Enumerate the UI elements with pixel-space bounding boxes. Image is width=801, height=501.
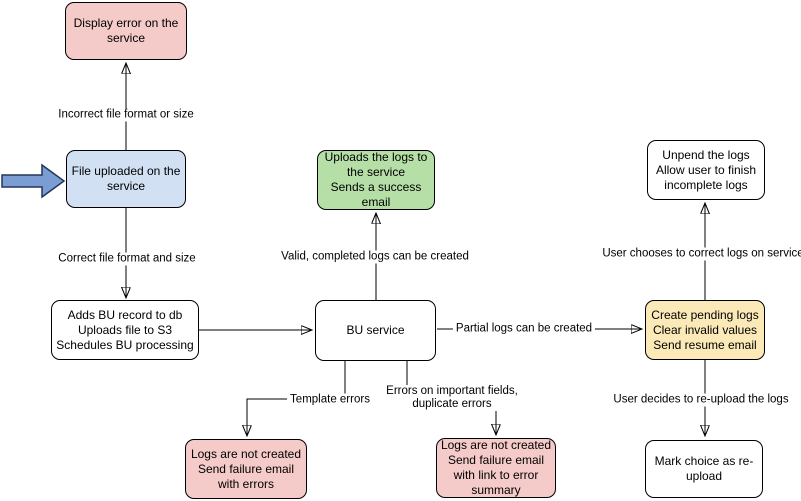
node-fail-field-errors: Logs are not created Send failure email … [436,438,556,498]
edge-label-field-errors: Errors on important fields, duplicate er… [383,385,521,411]
edge-label-decide-reupload: User decides to re-upload the logs [610,393,792,407]
node-create-pending-logs: Create pending logs Clear invalid values… [645,300,765,360]
node-file-uploaded: File uploaded on the service [66,150,186,208]
node-bu-service: BU service [315,300,436,361]
node-display-error: Display error on the service [65,2,187,60]
edge-label-correct-format: Correct file format and size [55,252,199,266]
node-success-upload: Uploads the logs to the service Sends a … [317,150,435,210]
node-adds-bu-record: Adds BU record to db Uploads file to S3 … [51,300,199,360]
node-unpend-logs: Unpend the logs Allow user to finish inc… [647,140,765,200]
entry-arrow-icon [1,163,66,199]
node-mark-reupload: Mark choice as re- upload [645,440,763,498]
edge-label-valid-logs: Valid, completed logs can be created [278,250,472,264]
edge-label-template-errors: Template errors [287,393,373,407]
node-fail-template-errors: Logs are not created Send failure email … [185,439,307,499]
edge-label-choose-correct: User chooses to correct logs on service [599,247,801,261]
edge-label-partial-logs: Partial logs can be created [452,322,596,336]
edge-label-incorrect-format: Incorrect file format or size [55,108,197,122]
